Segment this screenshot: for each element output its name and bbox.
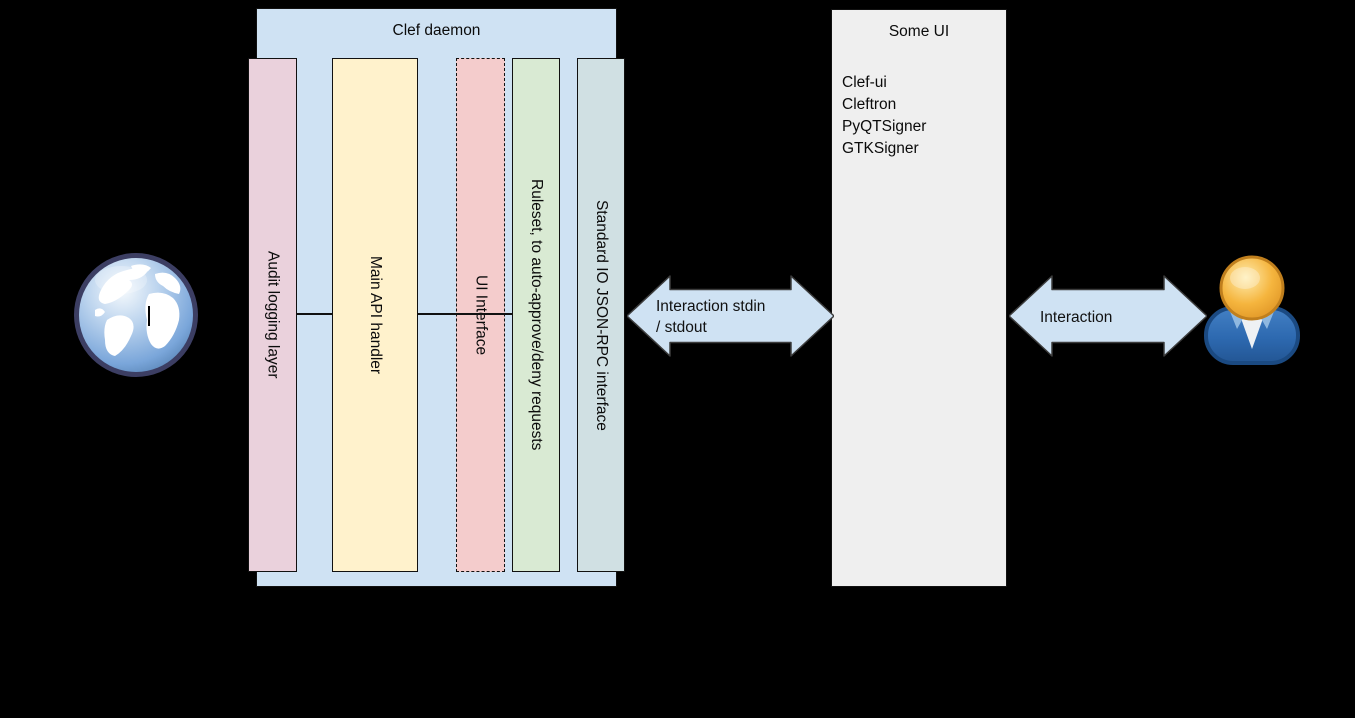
some-ui-item: GTKSigner <box>842 140 919 157</box>
user-icon <box>1204 255 1300 365</box>
clef-daemon-box: Clef daemon <box>256 8 617 587</box>
layer-ruleset: Ruleset, to auto-approve/deny requests <box>512 58 560 572</box>
layer-ruleset-label: Ruleset, to auto-approve/deny requests <box>528 179 545 451</box>
arrow-interaction-label: Interaction <box>1040 309 1113 326</box>
double-arrow-shape <box>627 275 834 357</box>
clef-daemon-title: Clef daemon <box>392 22 481 39</box>
layer-ui-interface: UI Interface <box>456 58 505 572</box>
layer-stdio-jsonrpc-label: Standard IO JSON-RPC interface <box>593 199 610 431</box>
layer-audit-logging-label: Audit logging layer <box>264 251 282 379</box>
globe-tick-mark <box>148 306 150 326</box>
layer-main-api-handler-label: Main API handler <box>367 255 384 375</box>
connector-line-audit-api <box>297 313 332 315</box>
layer-stdio-jsonrpc: Standard IO JSON-RPC interface <box>577 58 625 572</box>
some-ui-item: PyQTSigner <box>842 118 927 135</box>
some-ui-title: Some UI <box>888 23 950 40</box>
layer-main-api-handler: Main API handler <box>332 58 418 572</box>
globe-icon <box>74 253 198 377</box>
layer-ui-interface-label: UI Interface <box>472 274 490 356</box>
some-ui-item: Clef-ui <box>842 74 887 91</box>
connector-line-api-ruleset <box>418 313 512 315</box>
some-ui-box: Some UI Clef-ui Cleftron PyQTSigner GTKS… <box>831 9 1007 587</box>
arrow-stdin-stdout <box>627 275 834 357</box>
double-arrow-shape <box>1009 275 1207 357</box>
arrow-stdin-stdout-label: Interaction stdin / stdout <box>656 298 766 336</box>
some-ui-item: Cleftron <box>842 96 897 113</box>
arrow-interaction <box>1009 275 1207 357</box>
layer-audit-logging: Audit logging layer <box>248 58 297 572</box>
some-ui-list: Clef-ui Cleftron PyQTSigner GTKSigner <box>842 72 926 160</box>
